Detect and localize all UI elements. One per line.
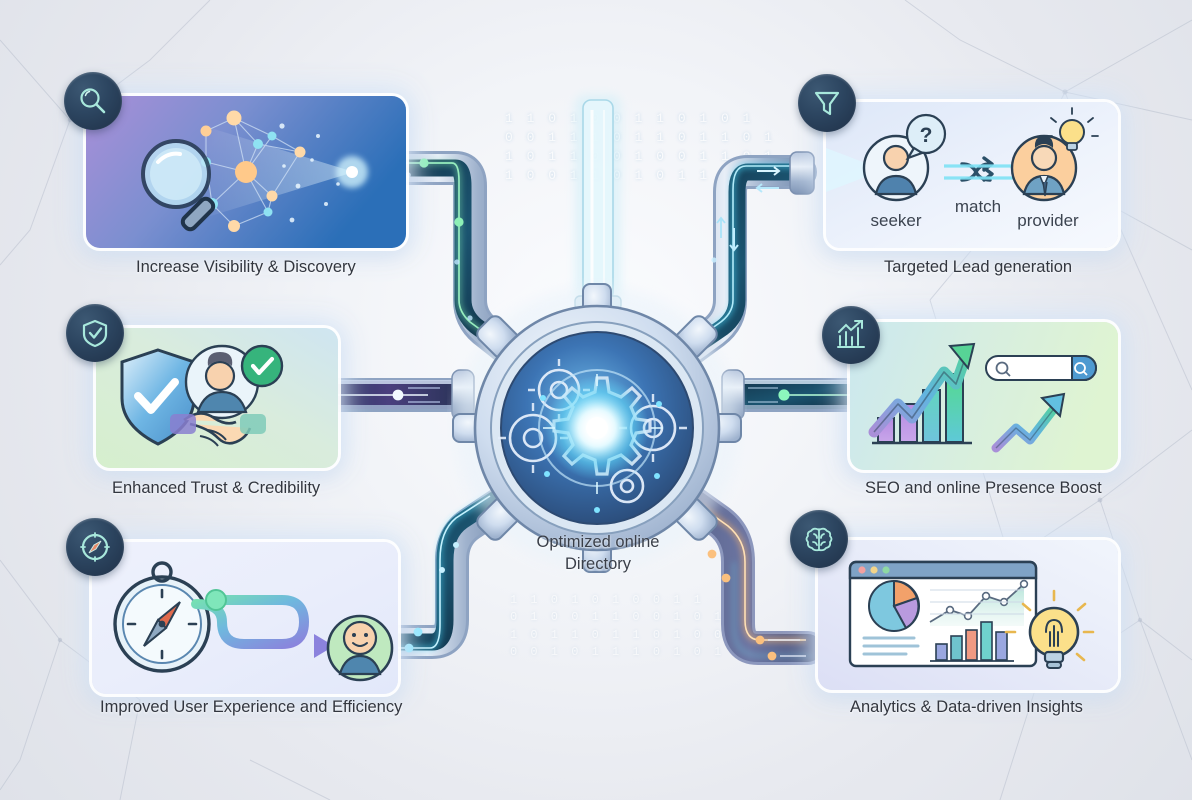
background-binary-bottom: 1 1 0 1 0 1 0 0 1 1 0 1 0 0 1 1 0 0 1 0 …: [510, 592, 745, 662]
central-hub: [447, 278, 747, 578]
caption-ux: Improved User Experience and Efficiency: [100, 698, 403, 716]
seeker-avatar: ?: [862, 113, 947, 202]
caption-trust: Enhanced Trust & Credibility: [112, 479, 321, 497]
happy-user-illustration: [326, 614, 394, 682]
magnifier-icon: [80, 88, 106, 114]
magnifier-icon-badge[interactable]: [64, 72, 122, 130]
chart-icon-badge[interactable]: [822, 306, 880, 364]
funnel-icon: [814, 91, 840, 116]
hub-label: Optimized online Directory: [470, 532, 726, 576]
verified-user-illustration: [184, 344, 284, 420]
dashboard-window: [848, 560, 1038, 668]
magnifier-illustration: [141, 139, 216, 232]
caption-leads: Targeted Lead generation: [884, 258, 1073, 276]
bar-chart-growth-icon: [837, 320, 865, 348]
hub-label-line2: Directory: [564, 554, 631, 573]
shield-icon-badge[interactable]: [66, 304, 124, 362]
pipe-top-right: [667, 151, 817, 371]
pipe-bottom-right: [675, 485, 825, 665]
pie-chart: [868, 579, 920, 632]
provider-label: provider: [1017, 211, 1079, 230]
binary-line: 0 1 0 0 1 1 0 0 1 0 1 1: [510, 610, 745, 625]
caption-analytics: Analytics & Data-driven Insights: [850, 698, 1083, 716]
caption-seo: SEO and online Presence Boost: [865, 479, 1102, 497]
compass-illustration: [113, 561, 211, 673]
panel-trust[interactable]: [96, 328, 338, 468]
panel-ux[interactable]: [92, 542, 398, 694]
line-chart: [929, 579, 1029, 626]
binary-line: 1 1 0 1 0 0 1 1 0 1 0 1: [505, 111, 754, 126]
panel-analytics[interactable]: [818, 540, 1118, 690]
search-bar-illustration: [985, 355, 1097, 381]
match-label: match: [955, 197, 1001, 216]
pipe-bottom-left: [371, 487, 517, 659]
shield-check-icon: [82, 319, 108, 348]
compass-icon: [80, 532, 110, 562]
panel-leads[interactable]: ?: [826, 102, 1118, 248]
hub-label-line1: Optimized online: [536, 533, 660, 551]
compass-icon-badge[interactable]: [66, 518, 124, 576]
central-light-beam: [574, 95, 622, 311]
panel-visibility[interactable]: [86, 96, 406, 248]
brain-icon: [805, 527, 833, 552]
binary-line: 1 0 1 1 0 1 1 0 1 0 0 1: [510, 627, 745, 642]
seeker-label: seeker: [870, 211, 921, 230]
pipe-top-left: [381, 151, 529, 369]
handshake-illustration: [170, 412, 266, 447]
funnel-icon-badge[interactable]: [798, 74, 856, 132]
binary-line: 1 1 0 1 0 1 0 0 1 1: [510, 593, 704, 607]
provider-avatar: [1010, 107, 1099, 202]
lightbulb-illustration: [1004, 589, 1095, 669]
brain-icon-badge[interactable]: [790, 510, 848, 568]
panel-seo[interactable]: [850, 322, 1118, 470]
caption-visibility: Increase Visibility & Discovery: [136, 258, 356, 276]
binary-line: 0 0 1 0 1 1 1 0 1 0 1 1: [510, 645, 745, 660]
svg-text:?: ?: [920, 124, 933, 147]
